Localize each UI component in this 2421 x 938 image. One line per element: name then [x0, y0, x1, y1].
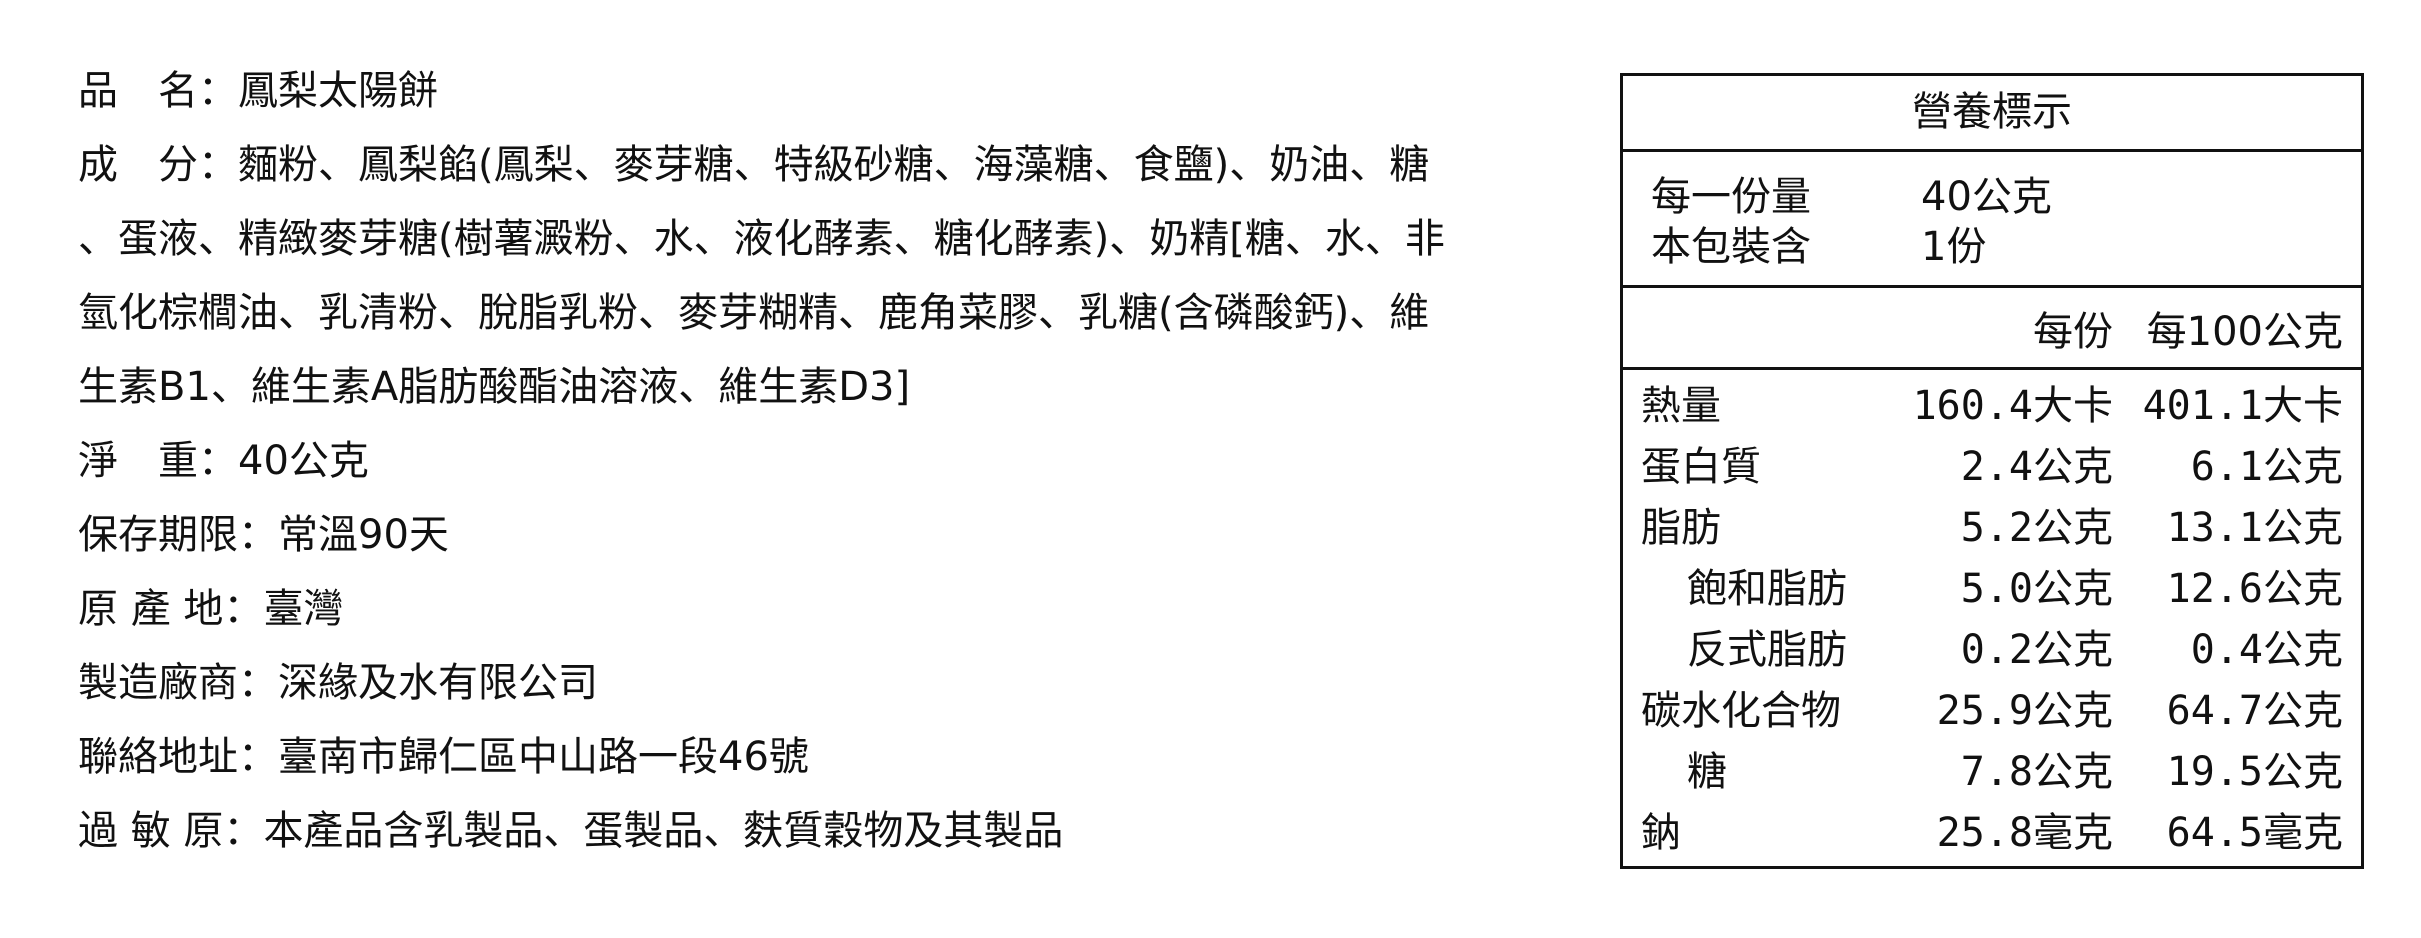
- nutrient-name: 蛋白質: [1641, 444, 1761, 490]
- manufacturer-label: 製造廠商：: [78, 660, 278, 706]
- nutrient-row-energy: 熱量 160.4大卡 401.1大卡: [1623, 376, 2361, 437]
- nutrient-name: 鈉: [1641, 810, 1681, 856]
- ingredients-text-1: 麵粉、鳳梨餡(鳳梨、麥芽糖、特級砂糖、海藻糖、食鹽)、奶油、糖: [238, 142, 1430, 188]
- nutrient-per-serving: 0.2公克: [1960, 627, 2113, 673]
- address-label: 聯絡地址：: [78, 734, 278, 780]
- servings-per-package-value: 1份: [1921, 224, 1987, 270]
- origin-line: 原 產 地：臺灣: [78, 578, 1588, 640]
- product-name-line: 品 名：鳳梨太陽餅: [78, 60, 1588, 122]
- shelf-life-label: 保存期限：: [78, 512, 278, 558]
- nutrient-per-100g: 0.4公克: [2190, 627, 2343, 673]
- nutrition-title: 營養標示: [1623, 76, 2361, 152]
- serving-size-row: 每一份量 40公克: [1651, 172, 2361, 222]
- product-name-value: 鳳梨太陽餅: [238, 68, 438, 114]
- nutrition-column-headers: 每份 每100公克: [1623, 288, 2361, 370]
- per-serving-header: 每份: [2033, 308, 2113, 355]
- nutrient-per-serving: 160.4大卡: [1912, 383, 2113, 429]
- nutrient-per-100g: 13.1公克: [2166, 505, 2343, 551]
- per-100g-header: 每100公克: [2146, 308, 2343, 355]
- net-weight-label: 淨 重：: [78, 438, 238, 484]
- nutrient-per-serving: 2.4公克: [1960, 444, 2113, 490]
- product-info: 品 名：鳳梨太陽餅 成 分：麵粉、鳳梨餡(鳳梨、麥芽糖、特級砂糖、海藻糖、食鹽)…: [78, 60, 1588, 862]
- nutrient-row-protein: 蛋白質 2.4公克 6.1公克: [1623, 437, 2361, 498]
- allergen-line: 過 敏 原：本產品含乳製品、蛋製品、麩質穀物及其製品: [78, 800, 1588, 862]
- ingredients-line-2: 、蛋液、精緻麥芽糖(樹薯澱粉、水、液化酵素、糖化酵素)、奶精[糖、水、非: [78, 216, 1445, 262]
- nutrient-row-trans-fat: 反式脂肪 0.2公克 0.4公克: [1623, 620, 2361, 681]
- manufacturer-line: 製造廠商：深緣及水有限公司: [78, 652, 1588, 714]
- serving-size-label: 每一份量: [1651, 174, 1811, 220]
- nutrient-per-100g: 401.1大卡: [2142, 383, 2343, 429]
- ingredients-line-3: 氫化棕櫚油、乳清粉、脫脂乳粉、麥芽糊精、鹿角菜膠、乳糖(含磷酸鈣)、維: [78, 290, 1430, 336]
- nutrient-name: 碳水化合物: [1641, 688, 1841, 734]
- ingredients-line-4: 生素B1、維生素A脂肪酸酯油溶液、維生素D3]: [78, 364, 911, 410]
- origin-label: 原 產 地：: [78, 586, 264, 632]
- address-value: 臺南市歸仁區中山路一段46號: [278, 734, 809, 780]
- nutrient-per-serving: 5.0公克: [1960, 566, 2113, 612]
- serving-info: 每一份量 40公克 本包裝含 1份: [1623, 152, 2361, 288]
- nutrient-per-100g: 6.1公克: [2190, 444, 2343, 490]
- product-name-label: 品 名：: [78, 68, 238, 114]
- nutrition-facts-panel: 營養標示 每一份量 40公克 本包裝含 1份 每份 每100公克 熱量 160.…: [1620, 73, 2364, 869]
- nutrient-row-fat: 脂肪 5.2公克 13.1公克: [1623, 498, 2361, 559]
- net-weight-line: 淨 重：40公克: [78, 430, 1588, 492]
- nutrient-per-serving: 25.8毫克: [1936, 810, 2113, 856]
- nutrient-row-sugar: 糖 7.8公克 19.5公克: [1623, 742, 2361, 803]
- servings-per-package-label: 本包裝含: [1651, 224, 1811, 270]
- allergen-label: 過 敏 原：: [78, 808, 264, 854]
- net-weight-value: 40公克: [238, 438, 369, 484]
- nutrient-row-saturated-fat: 飽和脂肪 5.0公克 12.6公克: [1623, 559, 2361, 620]
- ingredients-line-1: 成 分：麵粉、鳳梨餡(鳳梨、麥芽糖、特級砂糖、海藻糖、食鹽)、奶油、糖: [78, 134, 1588, 196]
- nutrient-per-100g: 19.5公克: [2166, 749, 2343, 795]
- nutrient-per-100g: 64.5毫克: [2166, 810, 2343, 856]
- nutrient-name: 反式脂肪: [1687, 627, 1847, 673]
- shelf-life-value: 常溫90天: [278, 512, 449, 558]
- nutrient-per-100g: 12.6公克: [2166, 566, 2343, 612]
- nutrient-per-serving: 7.8公克: [1960, 749, 2113, 795]
- nutrient-name: 熱量: [1641, 383, 1721, 429]
- nutrition-rows: 熱量 160.4大卡 401.1大卡 蛋白質 2.4公克 6.1公克 脂肪 5.…: [1623, 370, 2361, 864]
- servings-per-package-row: 本包裝含 1份: [1651, 222, 2361, 272]
- nutrient-name: 脂肪: [1641, 505, 1721, 551]
- origin-value: 臺灣: [263, 586, 344, 632]
- nutrient-per-serving: 25.9公克: [1936, 688, 2113, 734]
- address-line: 聯絡地址：臺南市歸仁區中山路一段46號: [78, 726, 1588, 788]
- serving-size-value: 40公克: [1921, 174, 2052, 220]
- shelf-life-line: 保存期限：常溫90天: [78, 504, 1588, 566]
- nutrient-row-sodium: 鈉 25.8毫克 64.5毫克: [1623, 803, 2361, 864]
- allergen-value: 本產品含乳製品、蛋製品、麩質穀物及其製品: [263, 808, 1064, 854]
- manufacturer-value: 深緣及水有限公司: [278, 660, 598, 706]
- nutrient-name: 飽和脂肪: [1687, 566, 1847, 612]
- nutrient-row-carbohydrate: 碳水化合物 25.9公克 64.7公克: [1623, 681, 2361, 742]
- nutrient-name: 糖: [1687, 749, 1727, 795]
- nutrient-per-100g: 64.7公克: [2166, 688, 2343, 734]
- ingredients-label: 成 分：: [78, 142, 238, 188]
- nutrient-per-serving: 5.2公克: [1960, 505, 2113, 551]
